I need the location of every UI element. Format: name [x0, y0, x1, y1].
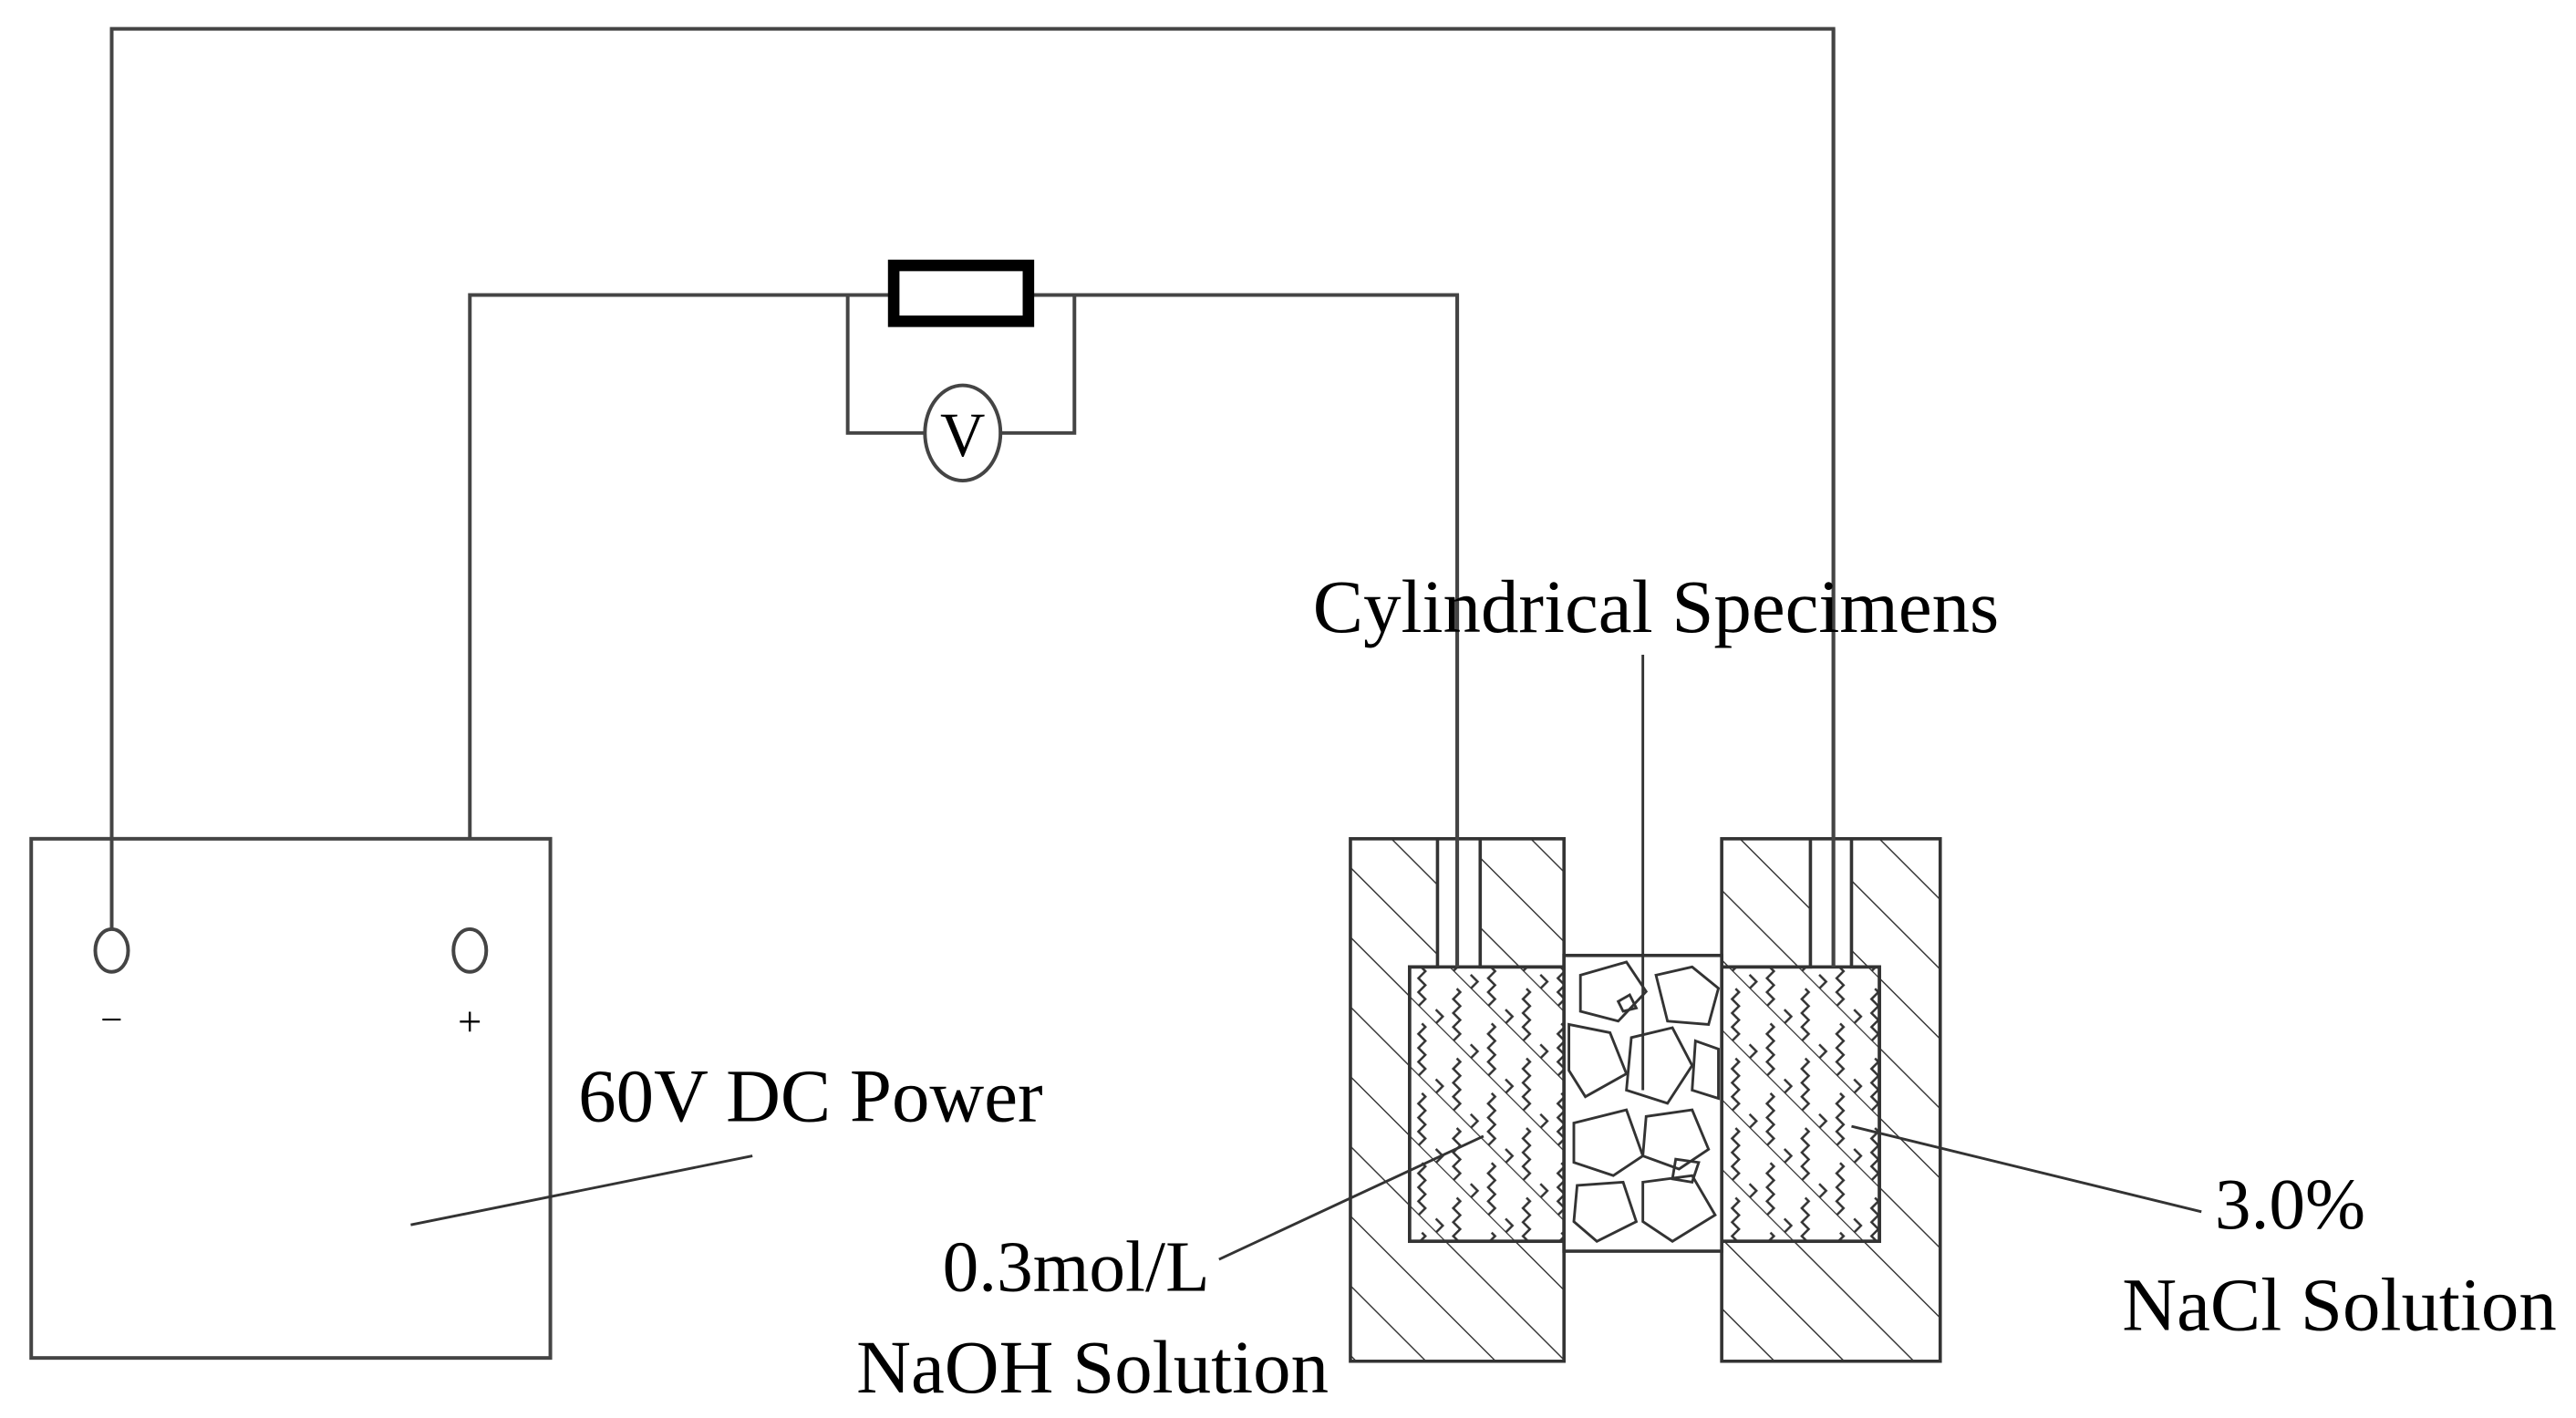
nacl-label-line1: 3.0% — [2215, 1164, 2365, 1245]
nacl-label: 3.0% NaCl Solution — [1851, 1124, 2557, 1347]
nacl-label-line2: NaCl Solution — [2122, 1263, 2556, 1347]
nacl-leader — [1851, 1124, 2202, 1214]
cylindrical-specimen: Cylindrical Specimens — [1313, 564, 2000, 1253]
naoh-label-line2: NaOH Solution — [856, 1325, 1329, 1409]
right-solution-chamber — [1720, 965, 1881, 1244]
voltmeter-circle — [923, 383, 1003, 483]
positive-sign: + — [458, 999, 481, 1046]
negative-sign: − — [100, 998, 122, 1041]
voltmeter-symbol: V — [940, 400, 985, 470]
voltmeter: V — [845, 295, 1077, 483]
resistor — [887, 259, 1035, 327]
naoh-label: 0.3mol/L NaOH Solution — [856, 1134, 1485, 1409]
negative-wire — [109, 26, 1836, 968]
left-solution-chamber — [1408, 965, 1566, 1244]
power-supply-leader — [410, 1154, 753, 1227]
left-cell-walls — [1436, 838, 1482, 968]
positive-terminal — [451, 926, 489, 974]
specimen-label: Cylindrical Specimens — [1313, 564, 2000, 648]
positive-wire — [468, 293, 1460, 968]
right-cell — [1720, 28, 1942, 1363]
power-supply: − + 60V DC Power — [29, 28, 1043, 1361]
naoh-label-line1: 0.3mol/L — [943, 1227, 1210, 1307]
naoh-leader — [1218, 1134, 1485, 1261]
power-supply-label: 60V DC Power — [578, 1054, 1042, 1138]
left-cell — [1349, 295, 1566, 1363]
